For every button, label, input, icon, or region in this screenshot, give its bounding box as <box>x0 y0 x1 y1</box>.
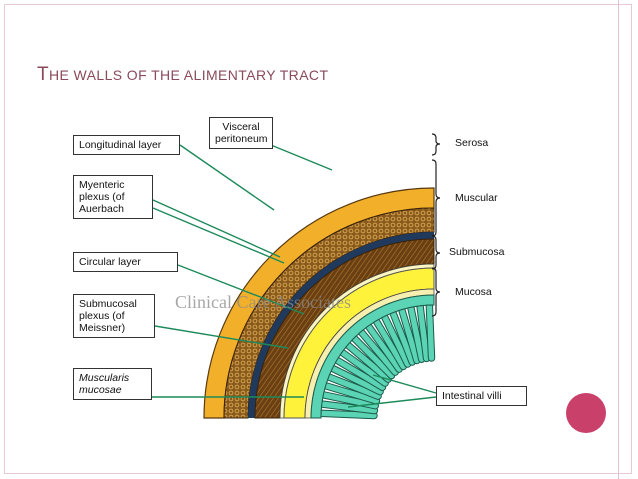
label-circular-layer: Circular layer <box>73 252 178 272</box>
label-muscularis-text: Muscularis mucosae <box>79 372 130 396</box>
muscular-brace <box>431 159 441 237</box>
title-rest: HE WALLS OF THE ALIMENTARY TRACT <box>49 67 329 83</box>
label-myenteric-text: Myenteric plexus (of Auerbach <box>79 179 125 215</box>
leader-myenteric-b <box>152 207 285 264</box>
leader-villi-a <box>372 374 437 394</box>
serosa-brace <box>431 133 441 156</box>
slide-frame <box>4 4 632 474</box>
label-submucosal-plexus: Submucosal plexus (of Meissner) <box>73 294 155 338</box>
intestinal-villi <box>320 304 436 420</box>
label-mucosa: Mucosa <box>455 286 492 298</box>
leader-visceral <box>265 142 333 171</box>
label-visceral-peritoneum: Visceral peritoneum <box>209 117 273 149</box>
slide-title: THE WALLS OF THE ALIMENTARY TRACT <box>37 64 328 86</box>
leader-villi-b <box>347 396 437 408</box>
watermark: Clinical Care Associates <box>175 292 351 312</box>
label-muscular: Muscular <box>455 192 498 204</box>
leader-myenteric-a <box>152 199 281 258</box>
layer-braces <box>431 133 441 317</box>
accent-dot <box>566 393 606 433</box>
label-circular-text: Circular layer <box>79 256 141 268</box>
label-serosa: Serosa <box>455 137 489 149</box>
leader-submucosal <box>154 325 289 349</box>
leader-circular <box>177 264 305 315</box>
frame-line <box>618 0 619 479</box>
villus <box>425 304 436 362</box>
label-intestinal-villi: Intestinal villi <box>436 386 527 406</box>
label-muscularis-mucosae: Muscularis mucosae <box>73 368 152 400</box>
label-submucosa: Submucosa <box>449 246 505 258</box>
label-submucosal-plexus-text: Submucosal plexus (of Meissner) <box>79 298 137 334</box>
label-longitudinal-layer: Longitudinal layer <box>73 135 180 155</box>
label-visceral-text: Visceral peritoneum <box>215 121 268 145</box>
leader-longitudinal <box>179 144 275 211</box>
label-villi-text: Intestinal villi <box>442 390 502 402</box>
title-first-letter: T <box>37 64 50 85</box>
label-longitudinal-text: Longitudinal layer <box>79 139 162 151</box>
leader-lines <box>152 142 437 408</box>
mucosa-brace <box>431 267 441 317</box>
submucosa-brace <box>431 235 441 270</box>
label-myenteric-plexus: Myenteric plexus (of Auerbach <box>73 175 153 219</box>
